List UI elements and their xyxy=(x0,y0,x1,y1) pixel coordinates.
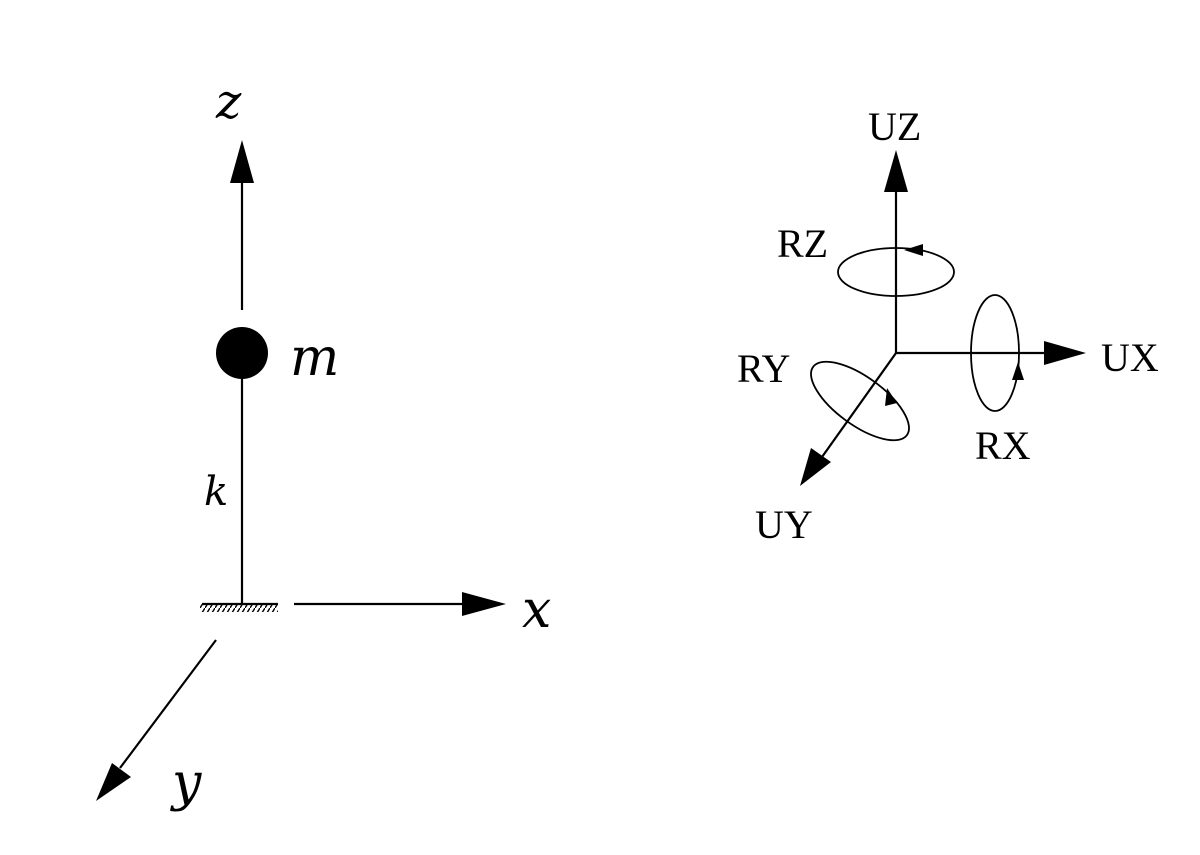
uz-arrowhead xyxy=(884,150,908,192)
z-axis-arrowhead xyxy=(230,140,254,183)
mass-node xyxy=(216,327,268,379)
ry-rotation xyxy=(810,360,910,442)
rz-label: RZ xyxy=(777,221,828,266)
x-axis-arrowhead xyxy=(462,592,506,616)
y-axis-label: y xyxy=(170,753,202,813)
rz-arrowhead-icon xyxy=(904,244,923,256)
rz-rotation xyxy=(837,244,955,297)
x-axis xyxy=(294,592,506,616)
mass-label: m xyxy=(290,328,339,388)
x-axis-label: x xyxy=(522,580,551,640)
rx-arrowhead-icon xyxy=(1012,362,1024,380)
y-axis xyxy=(96,639,217,801)
uy-axis xyxy=(800,352,897,486)
dof-triad: UZ RZ UX RX UY RY xyxy=(737,104,1159,547)
ux-axis xyxy=(896,341,1086,365)
ry-arrowhead-icon xyxy=(885,388,897,406)
y-axis-arrowhead xyxy=(96,763,131,801)
rx-rotation xyxy=(970,294,1024,412)
spring-label: k xyxy=(204,469,228,515)
ry-label: RY xyxy=(737,346,790,391)
ux-arrowhead xyxy=(1044,341,1086,365)
uz-axis xyxy=(884,150,908,353)
mass-spring-model: z m k x y xyxy=(96,74,551,813)
rx-label: RX xyxy=(975,423,1031,468)
fixed-support xyxy=(200,602,278,612)
uz-label: UZ xyxy=(868,104,921,149)
uy-label: UY xyxy=(755,502,813,547)
ux-label: UX xyxy=(1101,335,1159,380)
uy-arrowhead xyxy=(800,448,831,486)
z-axis-label: z xyxy=(215,74,242,130)
z-axis xyxy=(230,140,254,310)
